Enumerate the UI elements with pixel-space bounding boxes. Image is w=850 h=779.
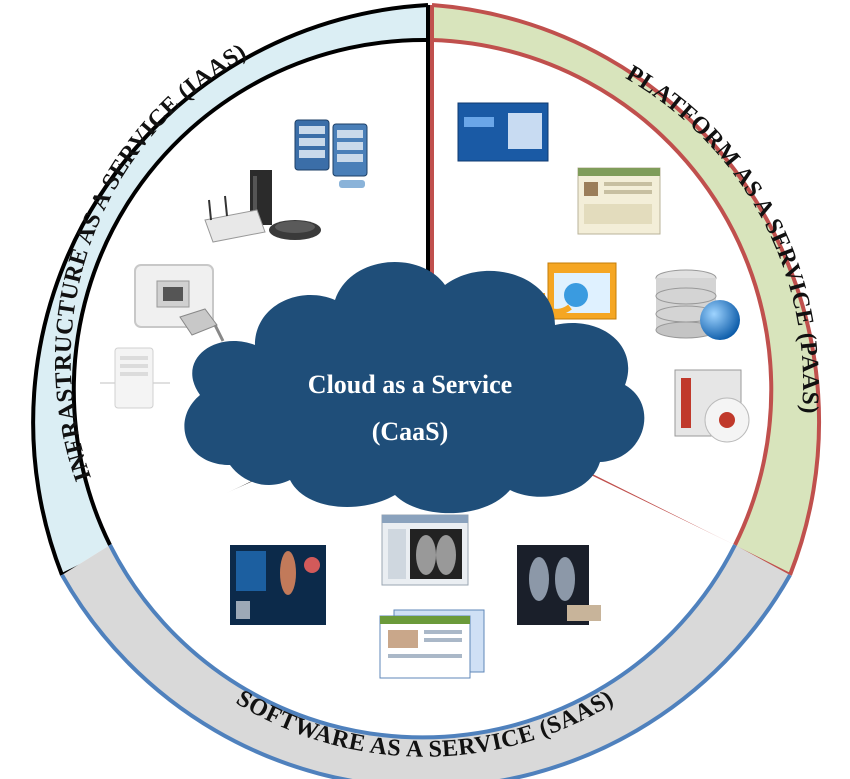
xray-workstation-icon [517, 545, 601, 625]
cloud-shape [184, 262, 645, 514]
document-windows-icon [379, 609, 485, 679]
cloud-title-line1: Cloud as a Service [308, 370, 512, 399]
xray-viewer-icon [381, 514, 469, 586]
wireless-router-icon [204, 170, 321, 243]
saas-band [62, 545, 790, 779]
iaas-outer-border [31, 3, 429, 576]
saas-inner-area [110, 460, 735, 738]
paas-band [432, 5, 820, 575]
paas-outer-border [431, 3, 822, 576]
software-box-icon [674, 369, 750, 443]
network-port-icon [134, 264, 225, 342]
caas-cloud: Cloud as a Service (CaaS) [184, 262, 645, 514]
cloud-title-line2: (CaaS) [372, 417, 449, 446]
medical-software-icon [230, 545, 326, 625]
windows-screen-icon [457, 102, 549, 162]
saas-inner-border [108, 544, 737, 740]
browser-window-icon [539, 262, 617, 320]
iaas-band [33, 5, 429, 575]
saas-outer-border [60, 574, 792, 779]
web-app-window-icon [577, 167, 661, 235]
paas-inner-border [431, 38, 774, 546]
saas-segment: SOFTWARE AS A SERVICE (SAAS) [60, 460, 792, 779]
server-tower-icon [100, 347, 170, 409]
database-globe-icon [655, 269, 740, 340]
iaas-inner-border [71, 37, 429, 546]
server-rack-icon [294, 119, 368, 188]
